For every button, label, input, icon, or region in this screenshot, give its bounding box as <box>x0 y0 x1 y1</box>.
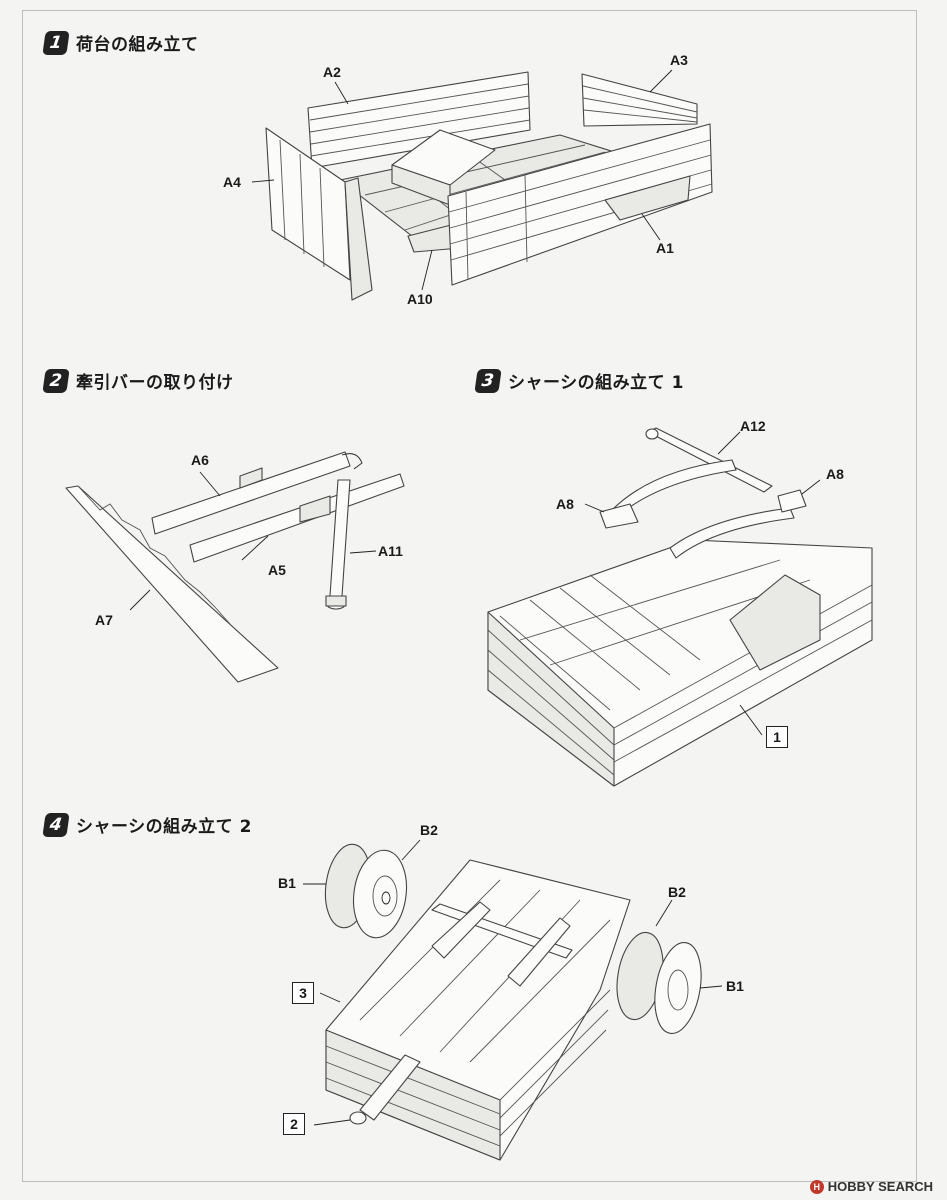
part-label-a11: A11 <box>378 543 403 559</box>
step-2-title: 2 牽引バーの取り付け <box>42 368 234 393</box>
part-label-a7: A7 <box>95 612 113 628</box>
step-4-drawing <box>324 843 702 1161</box>
part-label-a2: A2 <box>323 64 341 80</box>
part-label-a6: A6 <box>191 452 209 468</box>
part-label-a12: A12 <box>740 418 766 434</box>
step-2-drawing <box>65 451 405 683</box>
step-3-title: 3 シャーシの組み立て 1 <box>474 368 684 393</box>
step-4-title: 4 シャーシの組み立て 2 <box>42 812 252 837</box>
part-label-b1-right: B1 <box>726 978 744 994</box>
leader-lines <box>129 69 821 1126</box>
step-1-text: 荷台の組み立て <box>76 35 199 55</box>
step-3-text: シャーシの組み立て 1 <box>508 373 684 393</box>
part-label-a4: A4 <box>223 174 241 190</box>
step-4-text: シャーシの組み立て 2 <box>76 817 252 837</box>
step-1-title: 1 荷台の組み立て <box>42 30 199 55</box>
part-label-a3: A3 <box>670 52 688 68</box>
page-frame <box>22 10 917 1182</box>
part-label-a5: A5 <box>268 562 286 578</box>
step-1-drawing <box>265 71 713 301</box>
part-label-a10: A10 <box>407 291 433 307</box>
part-label-b2-left: B2 <box>420 822 438 838</box>
step-ref-1: 1 <box>766 726 788 748</box>
watermark-text: HOBBY SEARCH <box>827 1179 933 1194</box>
part-label-b2-right: B2 <box>668 884 686 900</box>
hobby-search-logo-icon: H <box>809 1179 824 1194</box>
watermark: H HOBBY SEARCH <box>809 1179 933 1194</box>
part-label-a8-right: A8 <box>826 466 844 482</box>
step-3-drawing <box>487 427 873 787</box>
part-label-a8-left: A8 <box>556 496 574 512</box>
step-2-text: 牽引バーの取り付け <box>76 373 234 393</box>
part-label-a1: A1 <box>656 240 674 256</box>
step-ref-3: 3 <box>292 982 314 1004</box>
step-ref-2: 2 <box>283 1113 305 1135</box>
part-label-b1-left: B1 <box>278 875 296 891</box>
